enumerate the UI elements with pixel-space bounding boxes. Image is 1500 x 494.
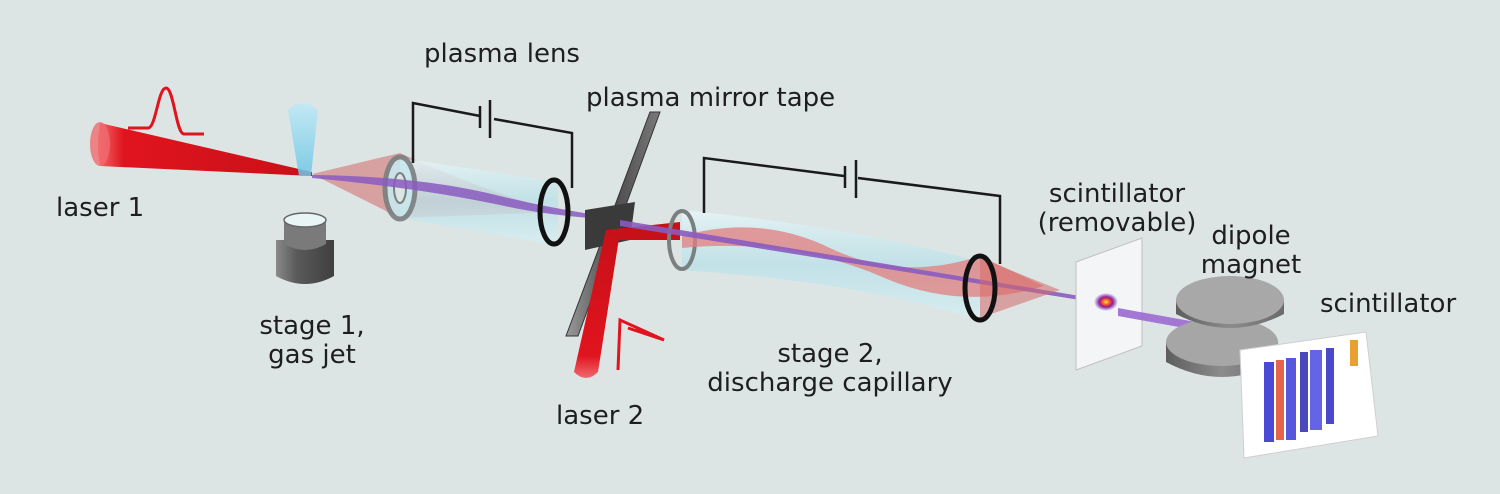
- laser2-beam: [574, 230, 620, 378]
- discharge-capillary-circuit: [702, 156, 1002, 264]
- laser-1-label: laser 1: [56, 193, 145, 223]
- laser1-beam: [98, 123, 312, 176]
- removable-scintillator-label: scintillator (removable): [1032, 180, 1202, 238]
- dipole-magnet-label: dipole magnet: [1196, 222, 1306, 280]
- removable-scintillator-label-line2: (removable): [1037, 208, 1197, 238]
- plasma-lens-label: plasma lens: [424, 39, 580, 69]
- laser1-beam-end: [90, 122, 110, 166]
- laser-2-label: laser 2: [556, 401, 645, 431]
- stage-1-label: stage 1, gas jet: [242, 312, 382, 370]
- plasma-mirror-tape-label: plasma mirror tape: [586, 83, 836, 113]
- dipole-magnet-label-line1: dipole: [1211, 221, 1291, 251]
- scintillator-label: scintillator: [1320, 289, 1457, 319]
- focused-electron-beam-1: [312, 175, 590, 218]
- laser2-incoupling: [606, 222, 680, 240]
- stage-2-label-line1: stage 2,: [777, 339, 883, 369]
- removable-scintillator-label-line1: scintillator: [1048, 179, 1186, 209]
- plasma-lens-exit-ring: [537, 177, 571, 247]
- removable-scintillator-screen: [1075, 237, 1143, 371]
- laser1-pulse-shape: [128, 86, 204, 136]
- laser2-pulse-shape: [616, 317, 665, 371]
- scintillator-spectrum-screen: [1239, 331, 1379, 459]
- dipole-magnet: [1166, 276, 1284, 377]
- gas-jet-plume: [288, 103, 318, 176]
- stage-2-label-line2: discharge capillary: [707, 368, 953, 398]
- stage2-exit-cone: [980, 258, 1060, 318]
- discharge-capillary: [667, 209, 980, 320]
- dipole-magnet-label-line2: magnet: [1200, 250, 1302, 280]
- plasma-lens-circuit: [411, 100, 574, 188]
- stage-2-label: stage 2, discharge capillary: [700, 340, 960, 398]
- discharge-capillary-exit-ring: [962, 253, 998, 323]
- stage-1-label-line1: stage 1,: [259, 311, 365, 341]
- gas-jet-nozzle: [276, 212, 334, 284]
- plasma-lens-capillary: [382, 154, 558, 245]
- stage-1-label-line2: gas jet: [268, 340, 356, 370]
